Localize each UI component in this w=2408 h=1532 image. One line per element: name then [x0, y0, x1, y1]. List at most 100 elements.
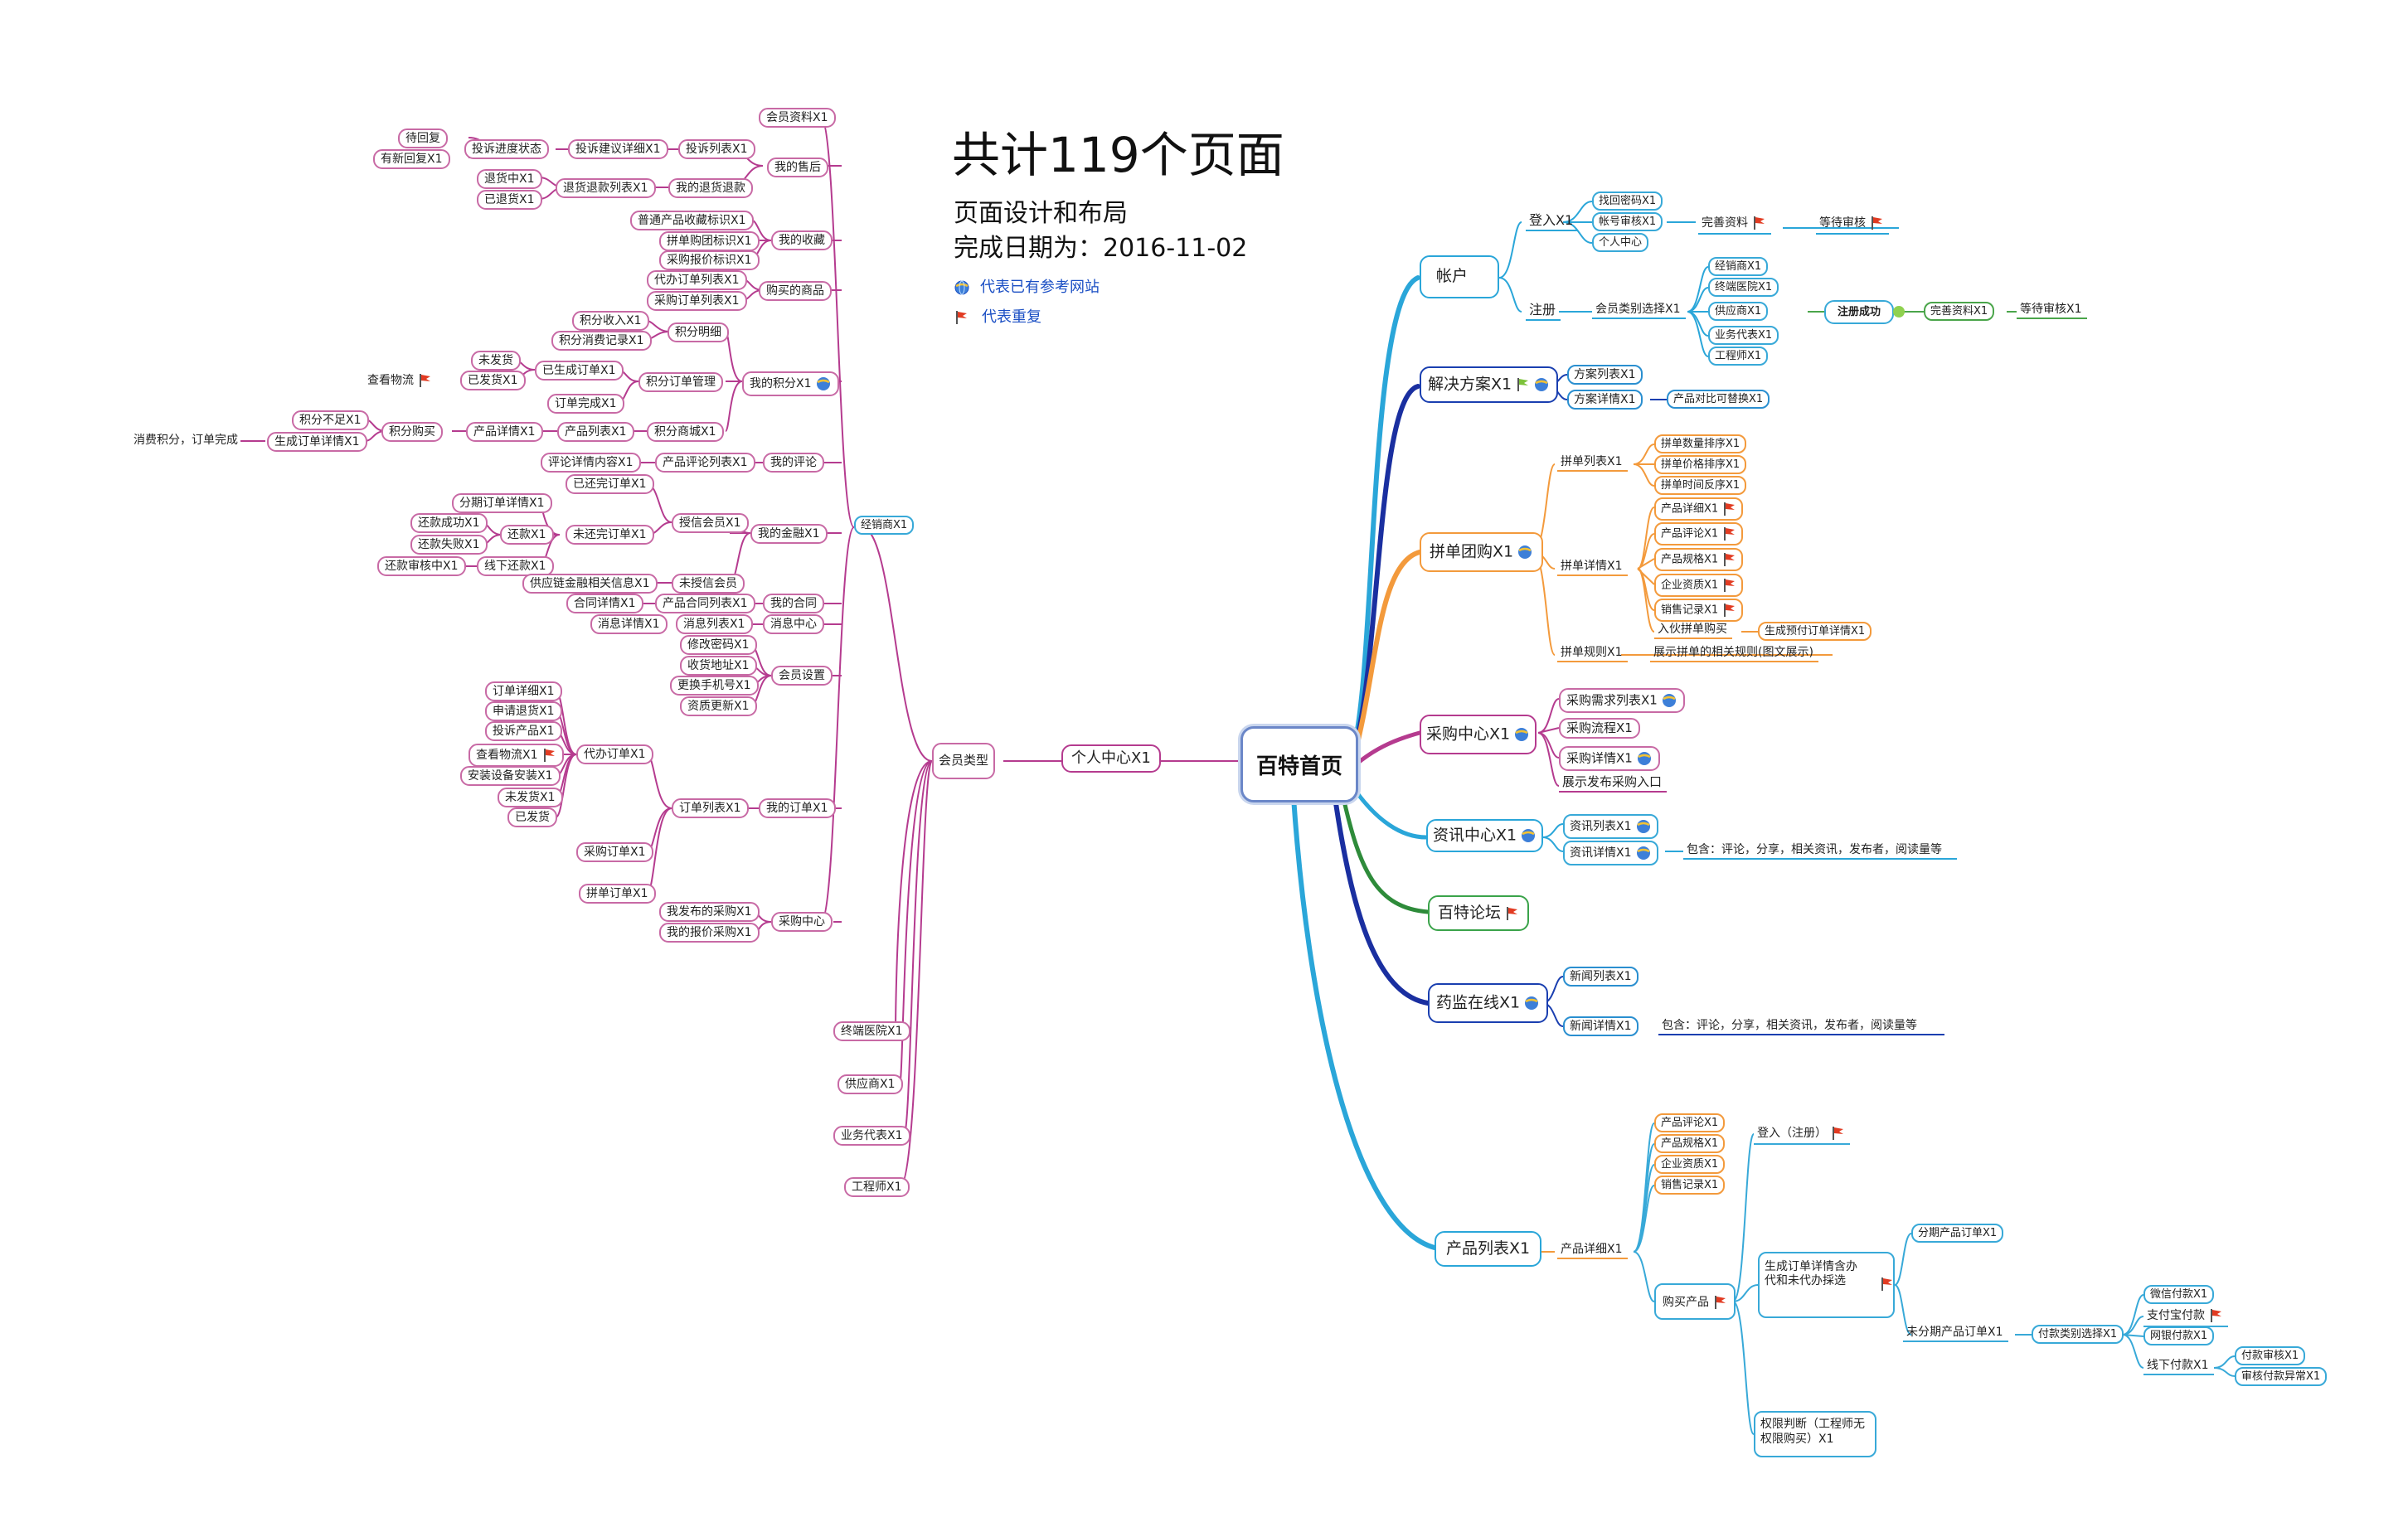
node-sales-rep[interactable]: 业务代表X1	[833, 1126, 910, 1146]
node-non-installment-order[interactable]: 未分期产品订单X1	[1903, 1325, 2008, 1342]
node-member-type-select[interactable]: 会员类别选择X1	[1592, 302, 1686, 319]
node-my-contracts[interactable]: 我的合同	[763, 594, 824, 613]
node-r-terminal-hospital[interactable]: 终端医院X1	[1708, 278, 1779, 297]
node-message-detail[interactable]: 消息详情X1	[590, 614, 668, 634]
central-topic-home[interactable]: 百特首页	[1240, 726, 1358, 802]
node-returning[interactable]: 退货中X1	[477, 169, 542, 189]
node-member-settings[interactable]: 会员设置	[771, 666, 833, 686]
node-order-generated[interactable]: 已生成订单X1	[535, 361, 624, 381]
node-agent-order-list[interactable]: 代办订单列表X1	[647, 270, 747, 290]
node-offline-pay[interactable]: 线下付款X1	[2143, 1358, 2214, 1375]
node-register[interactable]: 注册	[1526, 302, 1561, 321]
node-message-list[interactable]: 消息列表X1	[676, 614, 753, 634]
node-return-list[interactable]: 退货退款列表X1	[556, 178, 656, 198]
node-change-phone[interactable]: 更换手机号X1	[670, 676, 759, 696]
node-login-register[interactable]: 登入（注册）	[1754, 1124, 1850, 1145]
node-product-list-right[interactable]: 产品列表X1	[1435, 1231, 1542, 1267]
node-product-detail-right[interactable]: 产品详细X1	[1557, 1242, 1628, 1259]
node-purchase-order-list[interactable]: 采购订单列表X1	[647, 291, 747, 311]
node-points-mall[interactable]: 积分商城X1	[647, 422, 724, 442]
node-my-points[interactable]: 我的积分X1	[742, 371, 839, 396]
node-order-detail[interactable]: 订单详细X1	[485, 681, 562, 701]
node-my-quoted-purchase[interactable]: 我的报价采购X1	[659, 923, 760, 943]
node-not-credit-member[interactable]: 未授信会员	[672, 574, 745, 594]
node-gen-order-detail[interactable]: 生成订单详情X1	[267, 432, 367, 452]
node-purchase-center-left[interactable]: 采购中心	[771, 912, 833, 932]
node-g-product-spec[interactable]: 产品规格X1	[1654, 548, 1744, 571]
node-order-done[interactable]: 订单完成X1	[547, 394, 624, 414]
node-apply-return[interactable]: 申请退货X1	[485, 701, 562, 721]
node-complete-info-x1[interactable]: 完善资料X1	[1924, 302, 1995, 321]
node-member-info[interactable]: 会员资料X1	[759, 108, 836, 128]
node-r-sales-rep[interactable]: 业务代表X1	[1708, 326, 1779, 345]
node-returned[interactable]: 已退货X1	[477, 190, 542, 210]
node-product-compare[interactable]: 产品对比可替换X1	[1667, 390, 1770, 409]
node-solution-list[interactable]: 方案列表X1	[1567, 365, 1643, 385]
node-not-shipped[interactable]: 未发货	[471, 351, 521, 371]
node-review-detail[interactable]: 评论详情内容X1	[541, 453, 641, 473]
node-group-order[interactable]: 拼单订单X1	[579, 884, 656, 904]
node-contract-list[interactable]: 产品合同列表X1	[655, 594, 755, 613]
node-repay-fail[interactable]: 还款失败X1	[410, 535, 488, 555]
node-gen-prepay-order[interactable]: 生成预付订单详情X1	[1758, 622, 1872, 641]
node-pay-review[interactable]: 付款审核X1	[2235, 1346, 2306, 1365]
node-my-published-purchase[interactable]: 我发布的采购X1	[659, 902, 760, 922]
node-installment-order[interactable]: 分期产品订单X1	[1911, 1224, 2004, 1243]
node-points-order-mgmt[interactable]: 积分订单管理	[638, 372, 723, 392]
node-account[interactable]: 帐户	[1420, 255, 1499, 298]
node-complaint-suggest[interactable]: 投诉建议详细X1	[568, 139, 668, 159]
node-points-spend[interactable]: 积分消费记录X1	[551, 331, 652, 351]
node-r-supplier[interactable]: 供应商X1	[1708, 302, 1769, 321]
node-wechat-pay[interactable]: 微信付款X1	[2143, 1285, 2215, 1304]
node-solution-detail[interactable]: 方案详情X1	[1567, 390, 1643, 410]
node-not-shipped2[interactable]: 未发货X1	[498, 788, 563, 807]
node-find-password[interactable]: 找回密码X1	[1592, 192, 1663, 211]
node-my-reviews[interactable]: 我的评论	[763, 453, 824, 473]
node-news-center[interactable]: 资讯中心X1	[1426, 819, 1544, 852]
node-g-sales-record[interactable]: 销售记录X1	[1654, 599, 1744, 622]
node-gen-order-agent[interactable]: 生成订单详情含办代和未代办採选	[1758, 1252, 1895, 1318]
node-complaint-list[interactable]: 投诉列表X1	[678, 139, 755, 159]
node-complaint-progress[interactable]: 投诉进度状态	[464, 139, 549, 159]
node-sort-price[interactable]: 拼单价格排序X1	[1654, 455, 1747, 474]
node-fav-normal[interactable]: 普通产品收藏标识X1	[630, 211, 754, 230]
node-r-distributor[interactable]: 经销商X1	[1708, 257, 1769, 276]
node-order-list[interactable]: 订单列表X1	[672, 798, 749, 818]
node-points-detail[interactable]: 积分明细	[668, 322, 729, 342]
node-complete-info[interactable]: 完善资料	[1698, 214, 1771, 235]
node-purchase-order[interactable]: 采购订单X1	[576, 842, 653, 862]
node-wait-reply[interactable]: 待回复	[398, 128, 448, 148]
node-after-sales[interactable]: 我的售后	[767, 158, 828, 177]
node-sort-time[interactable]: 拼单时间反序X1	[1654, 476, 1747, 495]
node-p-spec[interactable]: 产品规格X1	[1654, 1134, 1726, 1153]
node-fav-group[interactable]: 拼单购团标识X1	[659, 231, 760, 251]
node-points-insufficient[interactable]: 积分不足X1	[292, 410, 369, 430]
node-group-rules[interactable]: 拼单规则X1	[1557, 645, 1628, 662]
node-repay-reviewing[interactable]: 还款审核中X1	[377, 556, 466, 576]
node-fda-online[interactable]: 药监在线X1	[1428, 983, 1549, 1023]
node-qualification-update[interactable]: 资质更新X1	[680, 696, 757, 716]
node-group-detail[interactable]: 拼单详情X1	[1557, 559, 1628, 576]
node-purchase-detail[interactable]: 采购详情X1	[1559, 746, 1660, 771]
node-wait-review-x1[interactable]: 等待审核X1	[2017, 302, 2087, 319]
node-g-company-qual[interactable]: 企业资质X1	[1654, 574, 1744, 597]
node-r-engineer[interactable]: 工程师X1	[1708, 347, 1769, 366]
node-change-password[interactable]: 修改密码X1	[680, 635, 757, 655]
node-credit-member[interactable]: 授信会员X1	[672, 513, 749, 533]
node-personal-center[interactable]: 个人中心X1	[1061, 744, 1161, 773]
node-points-buy[interactable]: 积分购买	[381, 422, 443, 442]
node-purchase-flow[interactable]: 采购流程X1	[1559, 718, 1640, 739]
node-my-favorites[interactable]: 我的收藏	[771, 230, 833, 250]
node-repaid-order-list[interactable]: 已还完订单X1	[566, 474, 654, 494]
node-offline-repay[interactable]: 线下还款X1	[477, 556, 554, 576]
node-buy-product[interactable]: 购买产品	[1654, 1283, 1736, 1320]
node-forum[interactable]: 百特论坛	[1428, 895, 1530, 931]
node-login[interactable]: 登入X1	[1526, 212, 1579, 231]
node-purchase-center-right[interactable]: 采购中心X1	[1420, 715, 1537, 754]
node-supplier[interactable]: 供应商X1	[837, 1074, 903, 1094]
node-product-detail-left[interactable]: 产品详情X1	[466, 422, 543, 442]
node-g-product-review[interactable]: 产品评论X1	[1654, 522, 1744, 545]
node-shipped2[interactable]: 已发货	[507, 807, 557, 827]
node-group-buy[interactable]: 拼单团购X1	[1420, 532, 1544, 572]
node-fda-news-list[interactable]: 新闻列表X1	[1563, 967, 1639, 987]
